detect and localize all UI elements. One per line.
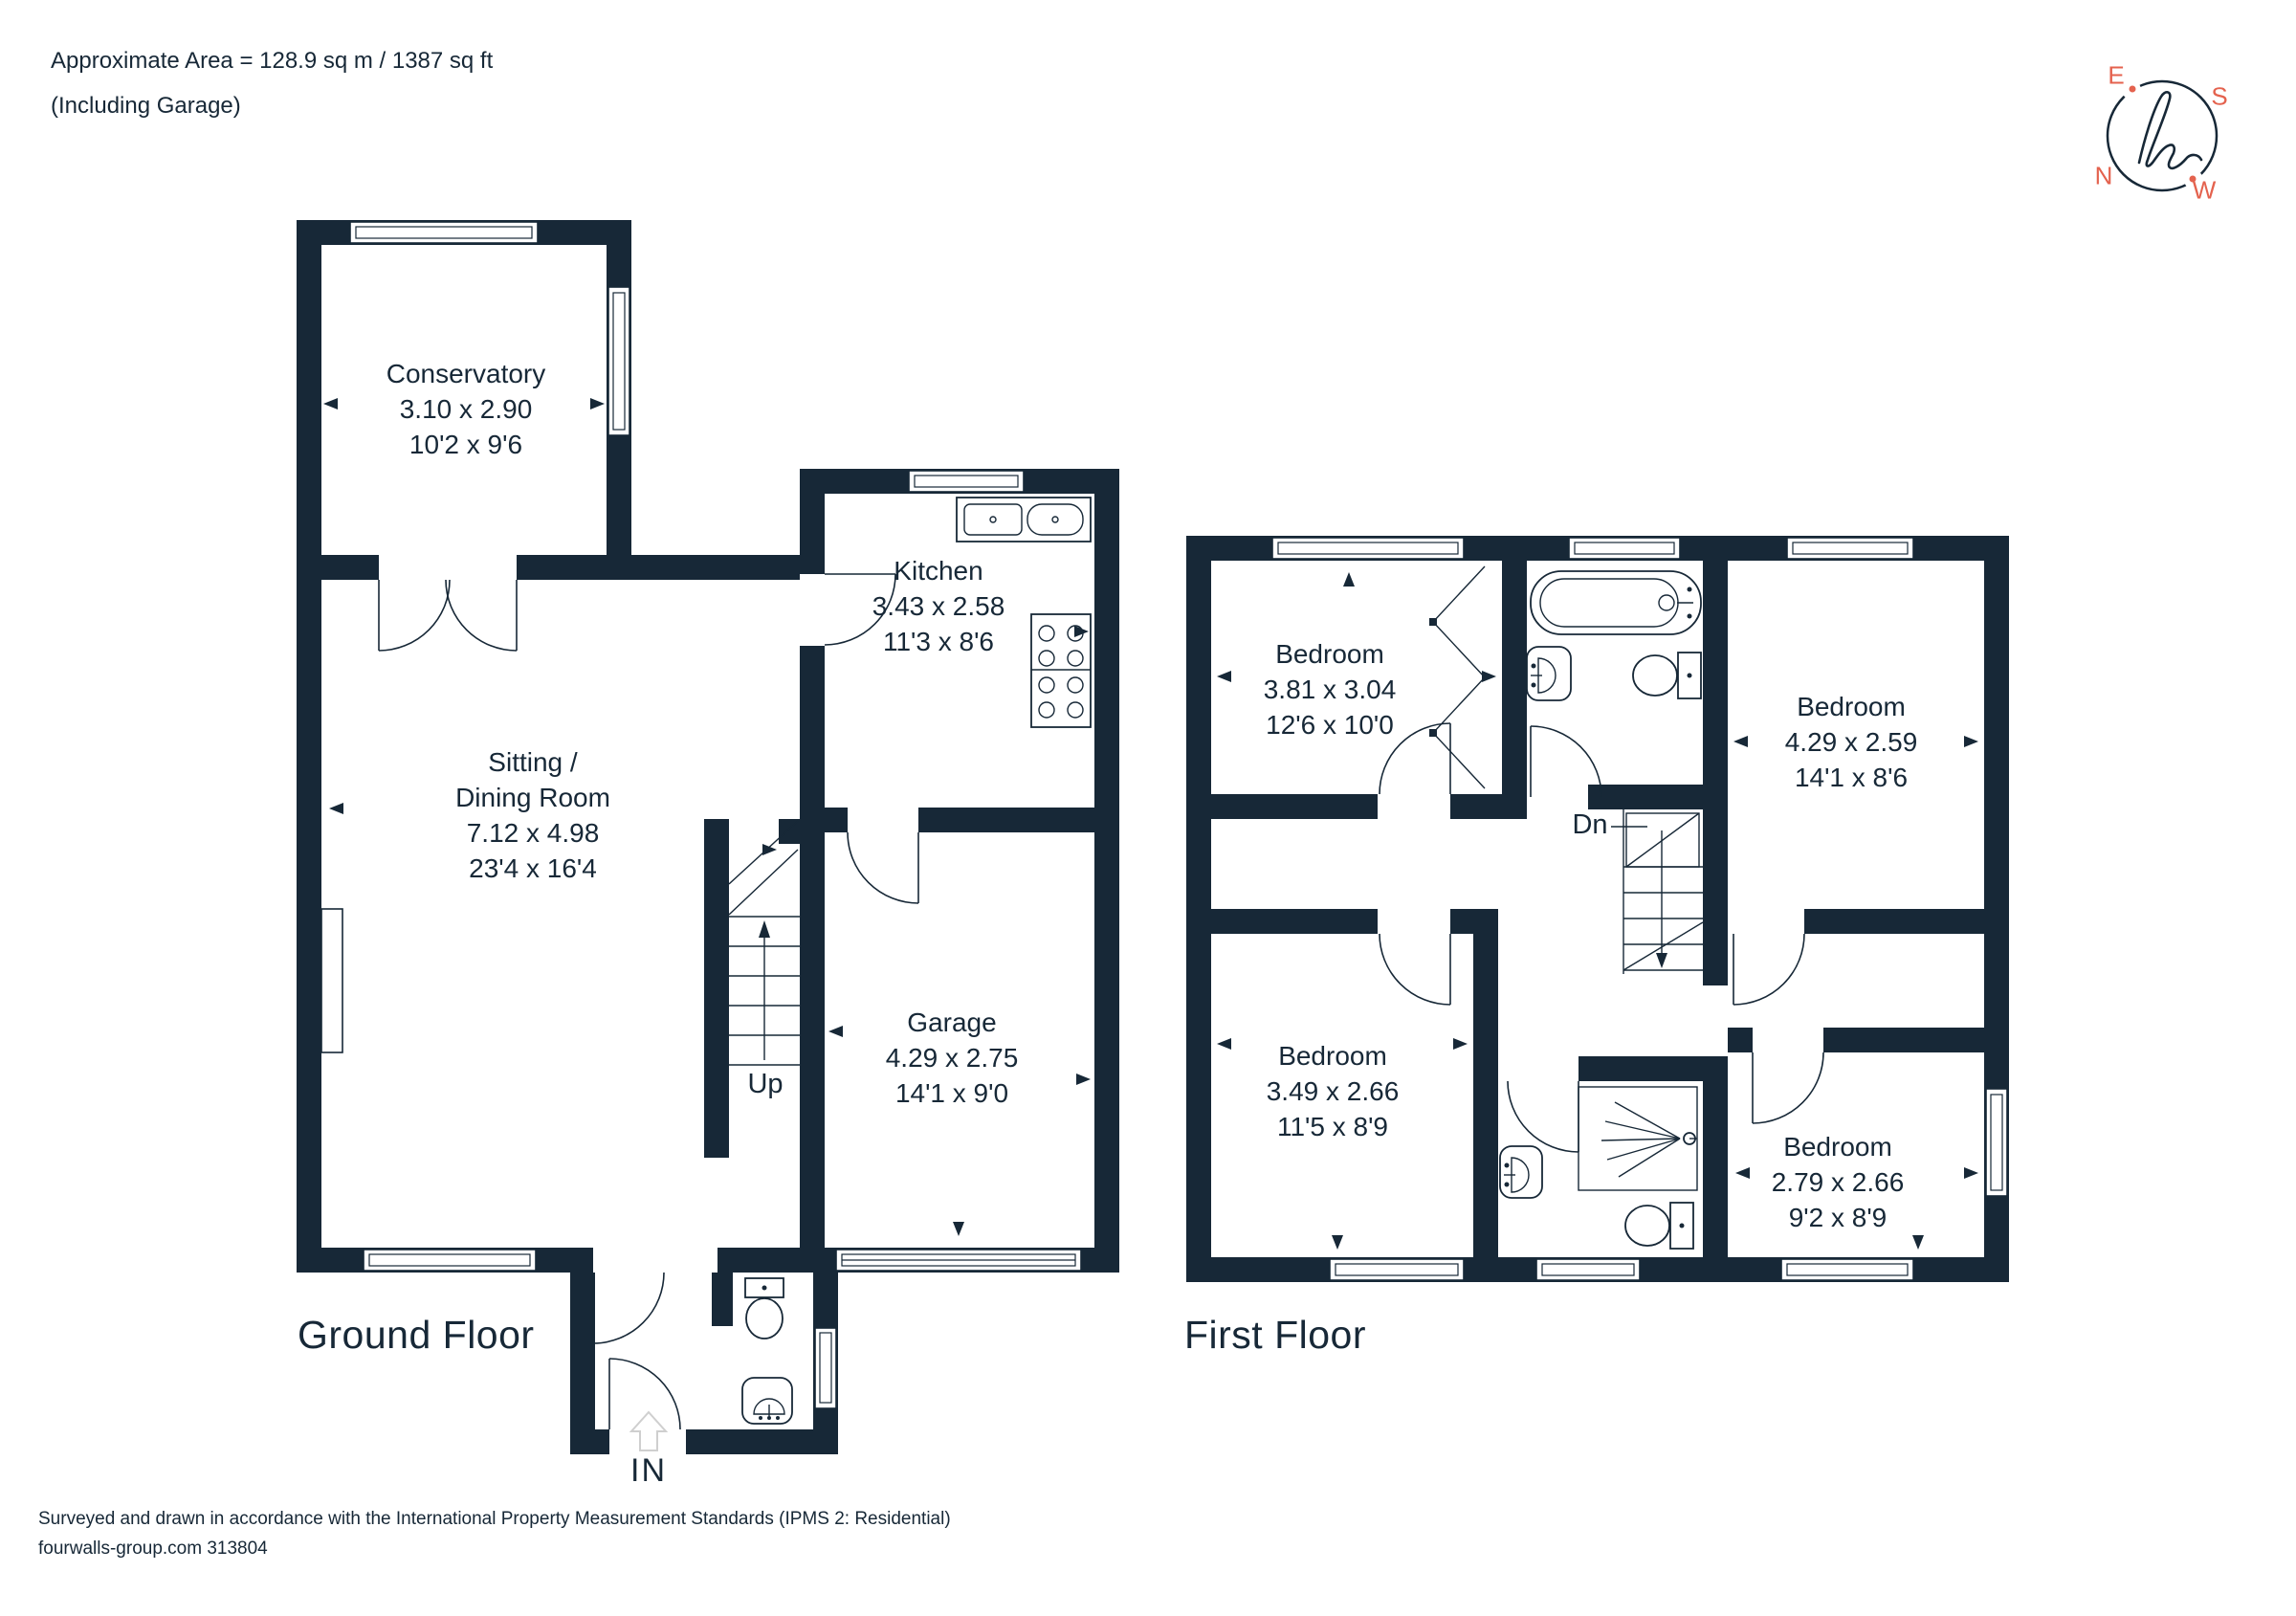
bedroom4-window-bottom (1780, 1258, 1914, 1281)
shower-room-window (1535, 1258, 1641, 1281)
shower-room-toilet-icon (1624, 1202, 1694, 1250)
room-dimensions-imperial: 9'2 x 8'9 (1788, 1203, 1888, 1232)
room-dimensions-imperial: 23'4 x 16'4 (469, 853, 597, 883)
room-name: Bedroom (1275, 639, 1384, 669)
ground-floor-plan (297, 220, 1119, 1454)
room-dimensions-imperial: 11'5 x 8'9 (1276, 1112, 1389, 1141)
branding-text: fourwalls-group.com 313804 (38, 1539, 268, 1559)
compass-south: S (2211, 81, 2228, 111)
approximate-area-text: Approximate Area = 128.9 sq m / 1387 sq … (51, 48, 494, 74)
front-door (608, 1358, 681, 1430)
first-floor-stairs (1611, 809, 1704, 974)
room-dimensions-metric: 7.12 x 4.98 (466, 818, 600, 848)
room-label-bedroom-2: Bedroom 4.29 x 2.59 14'1 x 8'6 (1785, 689, 1918, 795)
room-dimensions-imperial: 14'1 x 8'6 (1794, 763, 1909, 792)
including-garage-text: (Including Garage) (51, 93, 241, 119)
room-label-conservatory: Conservatory 3.10 x 2.90 10'2 x 9'6 (386, 356, 546, 462)
wardrobe-zigzag (1429, 565, 1486, 789)
hall-door (592, 1272, 665, 1344)
ground-floor-doors (378, 573, 919, 1430)
hall-window (814, 1327, 837, 1409)
window-seat (320, 908, 343, 1053)
compass-west: W (2192, 175, 2217, 205)
room-name: Sitting / (488, 747, 578, 777)
bedroom3-door (1379, 933, 1451, 1006)
conservatory-window-top (349, 221, 539, 244)
up-arrow-head (759, 920, 770, 938)
room-label-bedroom-4: Bedroom 2.79 x 2.66 9'2 x 8'9 (1772, 1129, 1905, 1235)
garage-door (835, 1249, 1082, 1272)
first-floor-plan (1186, 536, 2009, 1282)
conservatory-window-right (607, 286, 630, 436)
room-dimensions-metric: 3.49 x 2.66 (1266, 1076, 1400, 1106)
ground-floor-windows (320, 221, 1082, 1409)
first-floor-windows (1271, 537, 2008, 1281)
room-dimensions-imperial: 10'2 x 9'6 (408, 430, 523, 459)
bedroom2-window-top (1786, 537, 1914, 560)
first-floor-doors (1379, 722, 1824, 1153)
conservatory-double-doors (378, 579, 518, 652)
first-floor-dimension-ticks (1217, 572, 1978, 1250)
room-name: Bedroom (1783, 1132, 1892, 1162)
bedroom1-window (1271, 537, 1465, 560)
entrance-arrow-icon (629, 1410, 669, 1451)
room-dimensions-metric: 3.10 x 2.90 (399, 394, 533, 424)
room-dimensions-imperial: 12'6 x 10'0 (1266, 710, 1394, 740)
bathroom-toilet-icon (1632, 652, 1702, 699)
wc-sink-icon (741, 1377, 793, 1425)
room-name: Bedroom (1797, 692, 1906, 721)
survey-note-text: Surveyed and drawn in accordance with th… (38, 1509, 951, 1529)
wc-toilet-icon (744, 1277, 784, 1339)
bathtub-icon (1530, 570, 1702, 635)
room-dimensions-metric: 4.29 x 2.75 (885, 1043, 1019, 1073)
kitchen-door (824, 573, 896, 646)
sitting-room-window (363, 1249, 537, 1272)
bedroom4-window-right (1985, 1088, 2008, 1197)
room-label-garage: Garage 4.29 x 2.75 14'1 x 9'0 (886, 1005, 1019, 1111)
room-dimensions-metric: 4.29 x 2.59 (1784, 727, 1918, 757)
room-name: Dining Room (455, 783, 610, 812)
first-floor-title: First Floor (1184, 1313, 1366, 1357)
room-label-bedroom-3: Bedroom 3.49 x 2.66 11'5 x 8'9 (1267, 1038, 1400, 1144)
kitchen-window (908, 470, 1025, 493)
dn-label: Dn (1572, 809, 1608, 840)
room-name: Bedroom (1278, 1041, 1387, 1071)
compass-logo-h (2137, 91, 2203, 170)
ground-floor-stairs (728, 820, 800, 1066)
room-name: Kitchen (894, 556, 983, 586)
room-label-bedroom-1: Bedroom 3.81 x 3.04 12'6 x 10'0 (1264, 636, 1397, 742)
bedroom1-door (1379, 722, 1451, 795)
room-dimensions-metric: 3.43 x 2.58 (872, 591, 1005, 621)
bathroom-sink-icon (1526, 646, 1572, 701)
shower-room-sink-icon (1499, 1145, 1543, 1199)
room-label-sitting-dining: Sitting / Dining Room 7.12 x 4.98 23'4 x… (455, 744, 610, 886)
ground-floor-title: Ground Floor (298, 1313, 535, 1357)
compass-north: N (2094, 161, 2113, 190)
room-dimensions-imperial: 11'3 x 8'6 (882, 627, 995, 656)
bedroom2-door (1733, 933, 1805, 1006)
room-name: Garage (907, 1007, 997, 1037)
room-label-kitchen: Kitchen 3.43 x 2.58 11'3 x 8'6 (872, 553, 1005, 659)
compass-east: E (2108, 60, 2125, 90)
garage-inner-door (847, 831, 919, 904)
bedroom4-door (1752, 1052, 1824, 1124)
room-dimensions-metric: 2.79 x 2.66 (1771, 1167, 1905, 1197)
ground-floor-dimension-ticks (323, 398, 1091, 1236)
kitchen-sink-icon (956, 497, 1092, 542)
down-arrow-head (1656, 953, 1667, 968)
in-label: IN (630, 1452, 667, 1489)
shower-room-door (1507, 1080, 1579, 1153)
room-dimensions-metric: 3.81 x 3.04 (1263, 675, 1397, 704)
room-dimensions-imperial: 14'1 x 9'0 (894, 1078, 1009, 1108)
bathroom-window (1568, 537, 1681, 560)
compass-icon (2106, 79, 2219, 192)
bathroom-door (1530, 725, 1602, 798)
up-label: Up (747, 1069, 784, 1099)
room-name: Conservatory (386, 359, 546, 388)
shower-icon (1578, 1086, 1698, 1191)
bedroom3-window (1329, 1258, 1465, 1281)
